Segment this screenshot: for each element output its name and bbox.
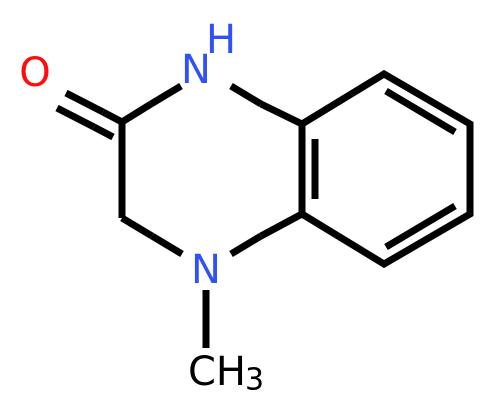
carbonyl-bond-line-1 — [64, 89, 105, 116]
nh-hydrogen-label: H — [206, 17, 236, 63]
methyl-carbon-label: CH — [188, 349, 246, 395]
ch2-n-bond-nitrogen — [150, 232, 184, 258]
oxygen-atom-label: O — [19, 50, 50, 96]
methyl-nitrogen-label: N — [191, 247, 221, 293]
carbonyl-nh-bond-nitrogen — [149, 82, 183, 108]
nh-ring-bond-carbon — [259, 100, 304, 128]
benzene-ring — [298, 69, 474, 269]
ch2-n-bond — [120, 214, 184, 258]
methyl-subscript-label: 3 — [245, 363, 264, 398]
benzene-inner-bond-bottom — [384, 202, 457, 251]
nh-ring-bond-nitrogen — [229, 82, 263, 108]
carbonyl-double-bond — [55, 89, 124, 141]
carbonyl-bond-line-2 — [55, 104, 96, 131]
carbonyl-bond-line-2-carbon — [92, 123, 115, 141]
n-ring-bond-nitrogen — [229, 232, 263, 258]
nh-nitrogen-label: N — [181, 47, 211, 93]
n-ring-bond — [229, 210, 304, 258]
carbonyl-nh-bond-carbon — [120, 101, 153, 125]
n-ring-bond-carbon — [259, 210, 304, 240]
ch2-n-bond-carbon — [120, 214, 154, 240]
benzene-ring-outline — [298, 69, 474, 269]
carbonyl-nh-bond — [120, 82, 183, 125]
nh-ring-bond — [229, 82, 304, 128]
benzene-inner-bond-top — [384, 87, 457, 136]
carbonyl-bond-line-1-carbon — [101, 108, 124, 126]
